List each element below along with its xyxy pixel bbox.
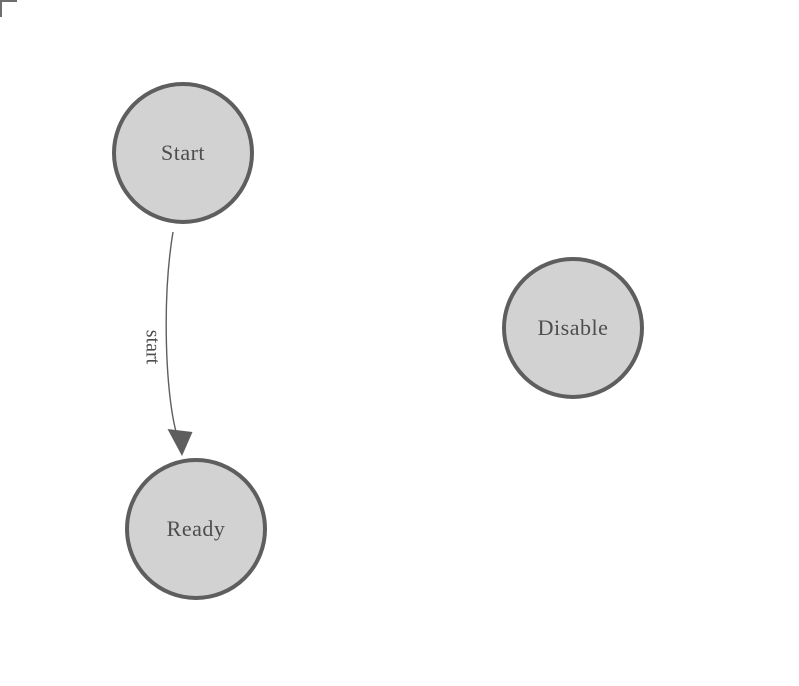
edge-label-start[interactable]: start [141,329,164,365]
edge-start-to-ready[interactable] [165,231,193,456]
node-disable[interactable]: Disable [502,257,644,399]
arrowhead-icon [167,429,193,456]
node-start-label: Start [160,140,206,165]
node-ready[interactable]: Ready [125,458,267,600]
edge-path[interactable] [165,231,179,438]
node-disable-label: Disable [537,315,609,340]
node-start[interactable]: Start [112,82,254,224]
node-ready-label: Ready [166,516,226,541]
origin-corner-icon [0,0,17,17]
